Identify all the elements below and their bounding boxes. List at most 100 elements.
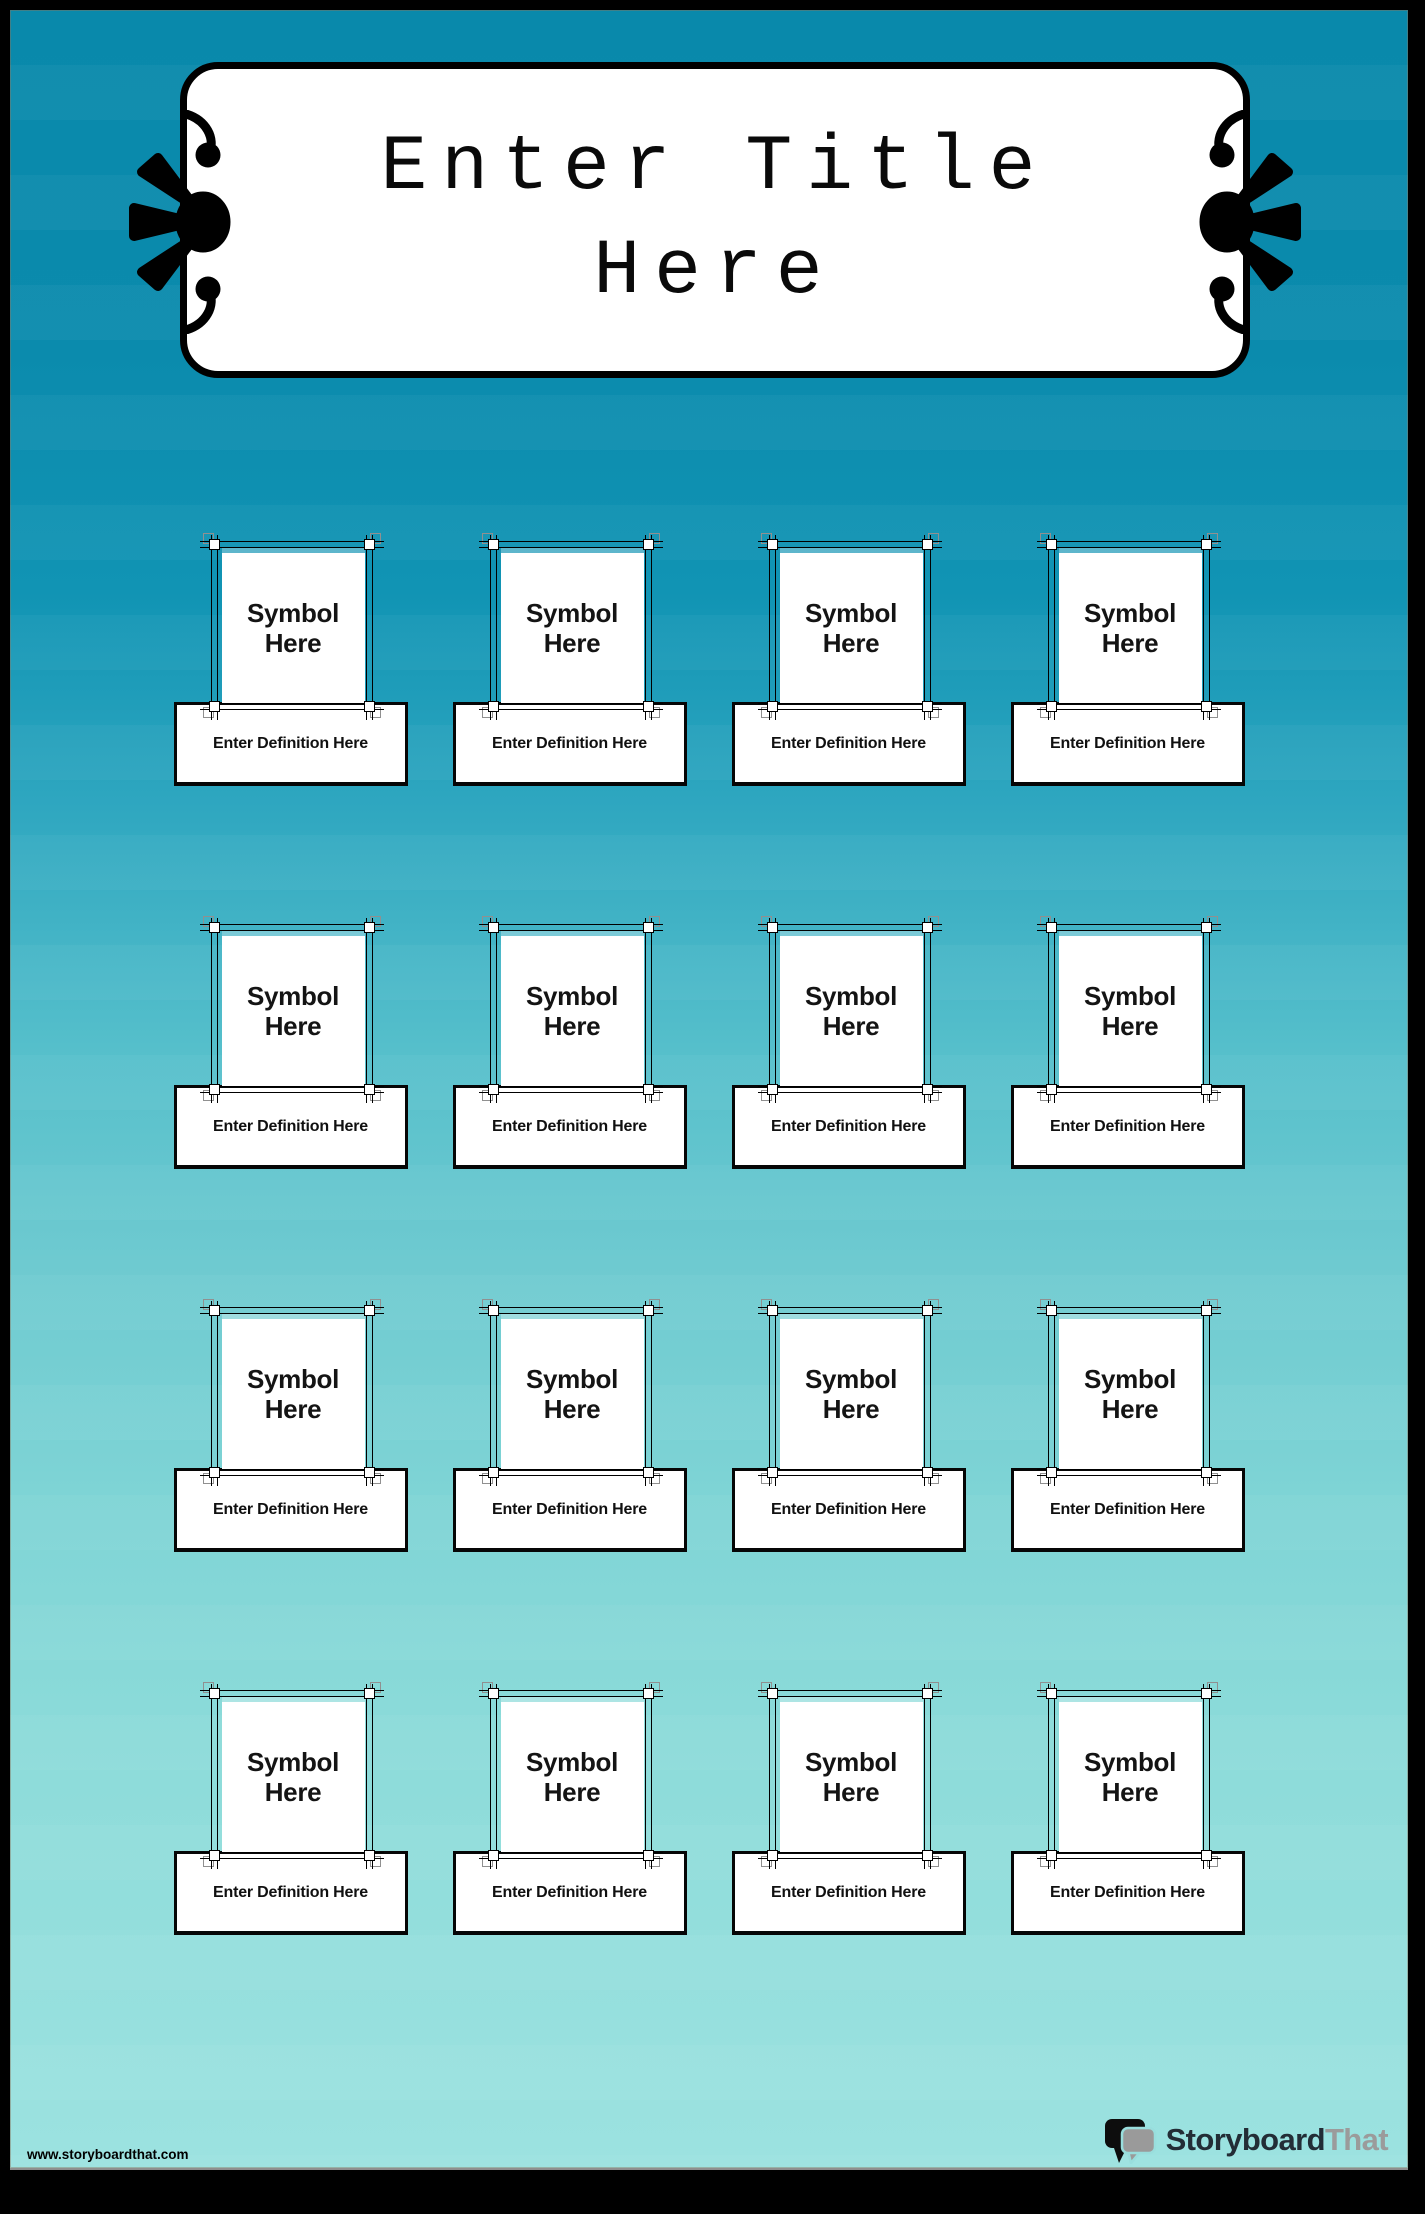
frame-corner-square <box>1200 922 1212 933</box>
symbol-box[interactable]: Symbol Here <box>221 936 365 1086</box>
definition-box[interactable]: Enter Definition Here <box>1010 1468 1245 1552</box>
frame-line-right <box>365 1684 373 1869</box>
definition-placeholder[interactable]: Enter Definition Here <box>1050 734 1205 752</box>
symbol-box[interactable]: Symbol Here <box>1058 1319 1202 1469</box>
symbol-placeholder[interactable]: Symbol Here <box>246 1747 340 1807</box>
symbol-placeholder[interactable]: Symbol Here <box>804 598 898 658</box>
definition-box[interactable]: Enter Definition Here <box>731 1851 966 1935</box>
symbol-box[interactable]: Symbol Here <box>779 553 923 703</box>
symbol-box[interactable]: Symbol Here <box>221 1319 365 1469</box>
site-url: www.storyboardthat.com <box>27 2147 189 2162</box>
frame-corner-square <box>766 1688 778 1699</box>
definition-placeholder[interactable]: Enter Definition Here <box>213 1117 368 1135</box>
frame-line-right <box>644 535 652 720</box>
definition-box[interactable]: Enter Definition Here <box>1010 702 1245 786</box>
symbol-box-accent-strip <box>1058 931 1202 937</box>
symbol-placeholder[interactable]: Symbol Here <box>525 1747 619 1807</box>
definition-box[interactable]: Enter Definition Here <box>731 1468 966 1552</box>
frame-corner-square <box>766 922 778 933</box>
definition-box[interactable]: Enter Definition Here <box>173 1468 408 1552</box>
definition-box[interactable]: Enter Definition Here <box>452 702 687 786</box>
frame-corner-echo <box>369 533 381 544</box>
definition-placeholder[interactable]: Enter Definition Here <box>492 1117 647 1135</box>
symbol-definition-cell: Enter Definition Here Symbol Here <box>452 916 687 1169</box>
symbol-placeholder[interactable]: Symbol Here <box>246 1364 340 1424</box>
definition-box[interactable]: Enter Definition Here <box>452 1468 687 1552</box>
definition-placeholder[interactable]: Enter Definition Here <box>1050 1883 1205 1901</box>
symbol-placeholder[interactable]: Symbol Here <box>246 981 340 1041</box>
symbol-box[interactable]: Symbol Here <box>500 936 644 1086</box>
frame-corner-square <box>363 539 375 550</box>
brand-that: That <box>1324 2122 1389 2157</box>
frame-corner-square <box>487 1688 499 1699</box>
frame-line-top <box>478 1690 663 1697</box>
symbol-placeholder[interactable]: Symbol Here <box>1083 598 1177 658</box>
frame-line-top <box>757 1307 942 1314</box>
definition-placeholder[interactable]: Enter Definition Here <box>1050 1500 1205 1518</box>
symbol-placeholder[interactable]: Symbol Here <box>1083 981 1177 1041</box>
frame-corner-square <box>1200 539 1212 550</box>
frame-line-left <box>1047 1301 1055 1486</box>
symbol-placeholder[interactable]: Symbol Here <box>525 981 619 1041</box>
symbol-placeholder[interactable]: Symbol Here <box>804 1747 898 1807</box>
symbol-placeholder[interactable]: Symbol Here <box>246 598 340 658</box>
frame-corner-square <box>642 1305 654 1316</box>
definition-placeholder[interactable]: Enter Definition Here <box>771 1117 926 1135</box>
definition-box[interactable]: Enter Definition Here <box>173 1851 408 1935</box>
symbol-box-accent-strip <box>1058 548 1202 554</box>
symbol-placeholder[interactable]: Symbol Here <box>1083 1747 1177 1807</box>
definition-box[interactable]: Enter Definition Here <box>1010 1851 1245 1935</box>
grid-row: Enter Definition Here Symbol Here Enter … <box>10 1682 1408 1935</box>
definition-box[interactable]: Enter Definition Here <box>731 702 966 786</box>
frame-corner-echo <box>1206 533 1218 544</box>
symbol-box[interactable]: Symbol Here <box>1058 936 1202 1086</box>
symbol-box[interactable]: Symbol Here <box>779 1702 923 1852</box>
definition-placeholder[interactable]: Enter Definition Here <box>771 1500 926 1518</box>
frame-corner-square <box>487 539 499 550</box>
frame-corner-echo <box>648 1682 660 1693</box>
symbol-box[interactable]: Symbol Here <box>779 1319 923 1469</box>
frame-corner-square <box>642 922 654 933</box>
symbol-box[interactable]: Symbol Here <box>500 1702 644 1852</box>
definition-box[interactable]: Enter Definition Here <box>1010 1085 1245 1169</box>
definition-placeholder[interactable]: Enter Definition Here <box>213 734 368 752</box>
definition-box[interactable]: Enter Definition Here <box>173 1085 408 1169</box>
frame-corner-echo <box>1039 916 1051 927</box>
definition-box[interactable]: Enter Definition Here <box>731 1085 966 1169</box>
definition-box[interactable]: Enter Definition Here <box>452 1851 687 1935</box>
definition-placeholder[interactable]: Enter Definition Here <box>771 1883 926 1901</box>
definition-placeholder[interactable]: Enter Definition Here <box>771 734 926 752</box>
title-line-1[interactable]: Enter Title <box>380 124 1050 212</box>
definition-placeholder[interactable]: Enter Definition Here <box>492 734 647 752</box>
frame-line-left <box>210 918 218 1103</box>
symbol-placeholder[interactable]: Symbol Here <box>525 598 619 658</box>
frame-corner-square <box>642 539 654 550</box>
frame-line-left <box>1047 918 1055 1103</box>
definition-placeholder[interactable]: Enter Definition Here <box>492 1500 647 1518</box>
definition-placeholder[interactable]: Enter Definition Here <box>492 1883 647 1901</box>
title-banner[interactable]: Enter Title Here <box>180 62 1250 378</box>
symbol-placeholder[interactable]: Symbol Here <box>1083 1364 1177 1424</box>
definition-placeholder[interactable]: Enter Definition Here <box>1050 1117 1205 1135</box>
title-line-2[interactable]: Here <box>593 228 837 316</box>
symbol-box[interactable]: Symbol Here <box>779 936 923 1086</box>
definition-box[interactable]: Enter Definition Here <box>452 1085 687 1169</box>
symbol-box[interactable]: Symbol Here <box>221 1702 365 1852</box>
symbol-placeholder[interactable]: Symbol Here <box>804 1364 898 1424</box>
definition-placeholder[interactable]: Enter Definition Here <box>213 1500 368 1518</box>
symbol-box[interactable]: Symbol Here <box>500 1319 644 1469</box>
symbol-box-accent-strip <box>779 1697 923 1703</box>
symbol-definition-cell: Enter Definition Here Symbol Here <box>173 533 408 786</box>
symbol-placeholder[interactable]: Symbol Here <box>804 981 898 1041</box>
symbol-box[interactable]: Symbol Here <box>1058 1702 1202 1852</box>
symbol-definition-cell: Enter Definition Here Symbol Here <box>731 533 966 786</box>
symbol-box[interactable]: Symbol Here <box>500 553 644 703</box>
frame-line-right <box>365 535 373 720</box>
definition-placeholder[interactable]: Enter Definition Here <box>213 1883 368 1901</box>
symbol-placeholder[interactable]: Symbol Here <box>525 1364 619 1424</box>
frame-corner-echo <box>760 533 772 544</box>
symbol-box[interactable]: Symbol Here <box>221 553 365 703</box>
symbol-box[interactable]: Symbol Here <box>1058 553 1202 703</box>
definition-box[interactable]: Enter Definition Here <box>173 702 408 786</box>
grid-row: Enter Definition Here Symbol Here Enter … <box>10 1299 1408 1552</box>
